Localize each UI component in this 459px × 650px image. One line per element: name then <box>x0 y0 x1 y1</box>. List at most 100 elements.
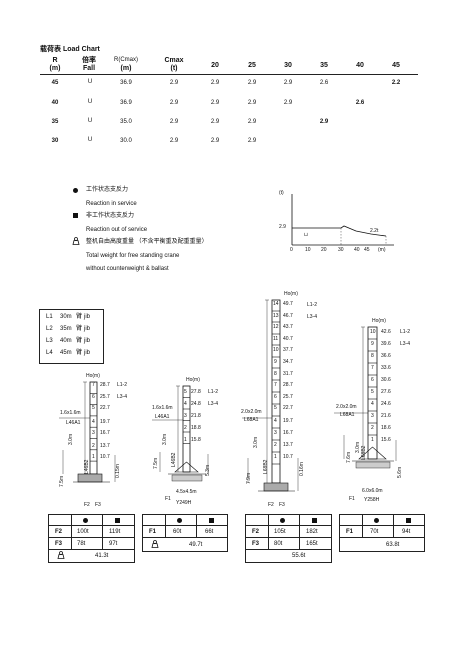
header-radius-45: 45 <box>392 62 400 69</box>
row-30-fall-icon: U <box>87 137 93 143</box>
t1-f2-out: 119t <box>109 529 121 535</box>
graph-x-unit: (m) <box>378 247 386 253</box>
tower3-drawing <box>242 299 299 492</box>
row-30-r20: 2.9 <box>210 138 220 144</box>
graph-x-tick-0: 0 <box>290 247 293 253</box>
load-chart-title: 载荷表 Load Chart <box>40 46 100 53</box>
tower1-height-6: 25.7 <box>100 394 110 400</box>
tower3-height-6: 25.7 <box>283 394 293 400</box>
t1-f2-label: F2 <box>55 529 63 535</box>
tower1-height-1: 10.7 <box>100 454 110 460</box>
reaction-table-2: F1 60t 66t 49.7t <box>142 514 228 552</box>
jib-l3-cn: 臂 <box>76 338 83 344</box>
tower3-level-14: 14 <box>273 301 279 307</box>
t4-out-service-square-icon <box>406 518 411 523</box>
tower3-height-14: 49.7 <box>283 301 293 307</box>
row-35-cmax: 2.9 <box>169 119 179 125</box>
t3-f2-label: F2 <box>252 529 260 535</box>
header-radius-25: 25 <box>248 62 256 69</box>
header-radius-20: 20 <box>211 62 219 69</box>
row-40-cmax: 2.9 <box>169 100 179 106</box>
row-35-r35: 2.9 <box>319 119 329 125</box>
tower1-level-1: 1 <box>92 454 95 460</box>
tower3-height-12: 43.7 <box>283 324 293 330</box>
tower2-l34: L3-4 <box>208 401 219 407</box>
t4-f1-out: 94t <box>402 529 411 535</box>
header-fall-cn: 倍率 <box>82 57 96 64</box>
tower4-height-4: 24.6 <box>381 401 391 407</box>
load-curve-graph <box>291 194 394 246</box>
tower3-level-8: 8 <box>274 371 277 377</box>
tower1-height-4: 19.7 <box>100 419 110 425</box>
jib-l1-en: jib <box>84 314 91 320</box>
tower4-level-5: 5 <box>371 389 374 395</box>
tower4-level-2: 2 <box>371 425 374 431</box>
row-40-fall-icon: U <box>87 99 93 105</box>
graph-y-tick: 2.9 <box>279 224 286 230</box>
tower1-section: 1.6x1.6m <box>60 410 81 416</box>
tower1-drawing <box>59 381 116 483</box>
tower2-height-4: 24.8 <box>191 401 201 407</box>
t3-in-service-dot-icon <box>280 518 285 523</box>
tower4-level-8: 8 <box>371 353 374 359</box>
tower4-tower-code: L68B2 <box>361 445 367 460</box>
tower3-base-code: L68B2 <box>263 459 269 474</box>
t2-f1-label: F1 <box>149 529 157 535</box>
row-40-r25: 2.9 <box>247 100 257 106</box>
t4-total-weight: 63.8t <box>386 542 400 548</box>
tower4-level-7: 7 <box>371 365 374 371</box>
row-30-rcmax: 30.0 <box>120 138 132 144</box>
tower4-height-1: 15.6 <box>381 437 391 443</box>
tower4-drawing <box>334 326 397 469</box>
tower3-height-8: 31.7 <box>283 371 293 377</box>
t4-f1-label: F1 <box>346 529 354 535</box>
row-45-cmax: 2.9 <box>169 80 179 86</box>
t2-f1-in: 60t <box>173 529 182 535</box>
tower3-level-4: 4 <box>274 418 277 424</box>
tower1-f3: F3 <box>95 502 101 508</box>
row-40-r40: 2.6 <box>355 100 365 106</box>
tower2-l12: L1-2 <box>208 389 219 395</box>
legend-total-en2: without counterweight & ballast <box>86 266 169 272</box>
graph-x-tick-40: 40 <box>354 247 360 253</box>
row-40-r: 40 <box>51 100 59 106</box>
jib-l1-length: 30m <box>60 314 72 320</box>
row-30-r25: 2.9 <box>247 138 257 144</box>
tower1-b-height: 3.0m <box>68 433 74 445</box>
tower2-level-3: 3 <box>184 413 187 419</box>
out-service-square-icon <box>73 213 78 218</box>
tower1-level-3: 3 <box>92 430 95 436</box>
tower3-f3: F3 <box>279 502 285 508</box>
tower4-section: 2.0x2.0m <box>336 404 357 410</box>
row-40-r20: 2.9 <box>210 100 220 106</box>
jib-l2-en: jib <box>84 326 91 332</box>
t2-f1-out: 66t <box>205 529 214 535</box>
jib-l2-id: L2 <box>46 326 53 332</box>
t4-in-service-dot-icon <box>374 518 379 523</box>
tower4-level-4: 4 <box>371 401 374 407</box>
t4-f1-in: 70t <box>370 529 379 535</box>
jib-l3-en: jib <box>84 338 91 344</box>
header-rcmax-unit: (m) <box>120 65 132 72</box>
tower1-clearance: 0.15m <box>115 464 121 478</box>
header-radius-30: 30 <box>284 62 292 69</box>
tower3-level-2: 2 <box>274 442 277 448</box>
tower1-level-6: 6 <box>92 394 95 400</box>
header-cmax-unit: (t) <box>170 65 178 72</box>
tower2-level-5: 5 <box>184 389 187 395</box>
tower4-base-code: Y258H <box>364 497 380 503</box>
jib-l3-id: L3 <box>46 338 53 344</box>
jib-l3-length: 40m <box>60 338 72 344</box>
graph-x-tick-20: 20 <box>321 247 327 253</box>
jib-l4-length: 45m <box>60 350 72 356</box>
tower3-level-13: 13 <box>273 313 279 319</box>
tower4-height-6: 30.6 <box>381 377 391 383</box>
tower3-clearance: 0.16m <box>299 462 305 476</box>
tower2-height-2: 18.8 <box>191 425 201 431</box>
graph-x-tick-10: 10 <box>305 247 311 253</box>
jib-l4-en: jib <box>84 350 91 356</box>
t2-out-service-square-icon <box>209 518 214 523</box>
tower4-height-2: 18.6 <box>381 425 391 431</box>
tower3-level-5: 5 <box>274 405 277 411</box>
